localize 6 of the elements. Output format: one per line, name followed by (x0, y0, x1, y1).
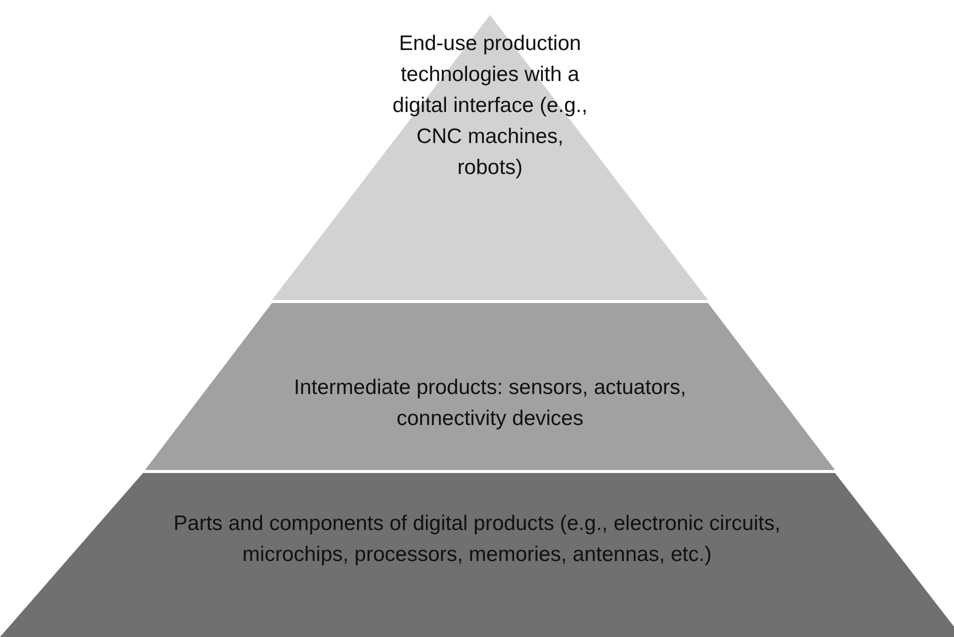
tier-label: Parts and components of digital products (e.g., electronic circuits, microchips, processors, memories, antennas, etc.) (172, 511, 782, 568)
pyramid-tier (145, 303, 835, 470)
pyramid-tier (272, 15, 708, 300)
tier-label: Intermediate products: sensors, actuators, connectivity devices (292, 375, 688, 432)
tier-label: End-use production technologies with a digital interface (e.g., CNC machines, robots) (392, 30, 588, 180)
pyramid-tier (0, 473, 954, 637)
